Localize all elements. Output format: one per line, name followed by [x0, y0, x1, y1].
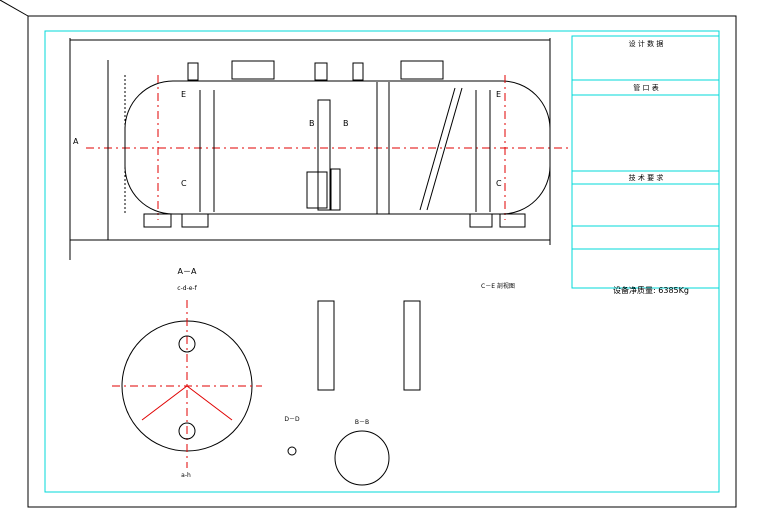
design-data-table: 设 计 数 据 管 口 表 技 术 要 求 设备净质量: 6385Kg: [571, 35, 720, 295]
dd-title: D－D: [284, 416, 300, 423]
weight-text: 设备净质量: 6385Kg: [613, 285, 689, 295]
nozzles-title: 管 口 表: [633, 83, 658, 92]
label-B-right: B: [343, 119, 349, 128]
label-C-left: C: [181, 179, 187, 188]
bb-title: B－B: [355, 419, 369, 426]
ce-title: C－E 剖视图: [481, 282, 515, 290]
label-B: B: [309, 119, 315, 128]
label-E-right: E: [496, 90, 501, 99]
vessel-elevation-view: A E E C C B B: [69, 38, 568, 260]
section-aa-title: A－A: [178, 267, 197, 276]
outer-frame: [0, 0, 737, 508]
cluster-label: c-d-e-f: [177, 285, 197, 292]
tech-title: 技 术 要 求: [629, 173, 664, 182]
label-C-right: C: [496, 179, 502, 188]
design-data-title: 设 计 数 据: [629, 39, 664, 48]
bottom-label: a-h: [181, 472, 191, 479]
section-views: A－A c-d-e-f a-h C－E 剖视图 D－D B－B: [112, 267, 515, 486]
label-A: A: [73, 137, 79, 146]
label-E: E: [181, 90, 186, 99]
